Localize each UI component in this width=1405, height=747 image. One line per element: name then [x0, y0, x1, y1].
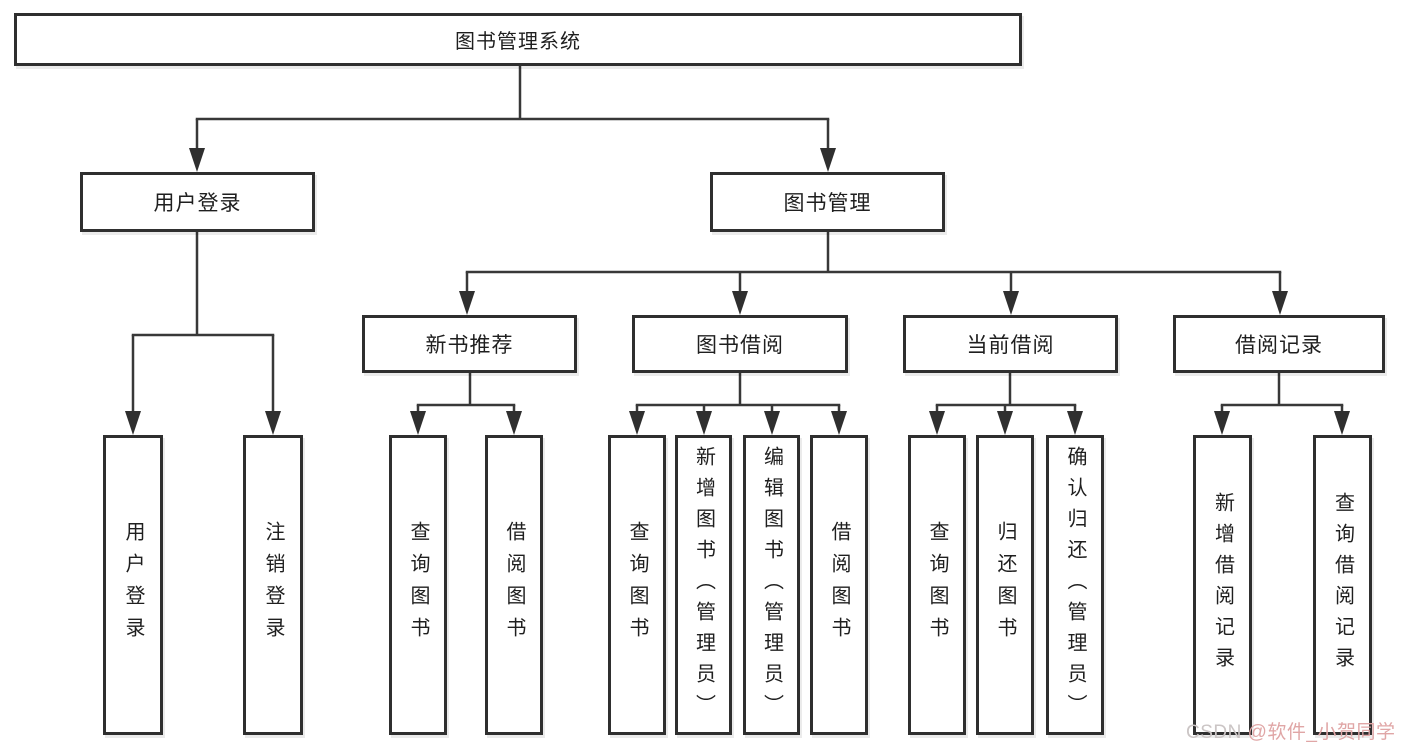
leaf-logout: 注销登录: [243, 435, 303, 735]
leaf-label: 编辑图书（管理员）: [760, 445, 783, 725]
leaf-query-books-3: 查询图书: [908, 435, 966, 735]
connector-current-borrow-to-leaves: [929, 373, 1083, 435]
leaf-label: 查询图书: [626, 521, 648, 649]
node-user-login: 用户登录: [80, 172, 315, 232]
leaf-confirm-return-admin: 确认归还（管理员）: [1046, 435, 1104, 735]
watermark-prefix: CSDN: [1186, 722, 1248, 743]
leaf-user-login: 用户登录: [103, 435, 163, 735]
leaf-edit-books-admin: 编辑图书（管理员）: [743, 435, 800, 735]
leaf-add-books-admin: 新增图书（管理员）: [675, 435, 732, 735]
node-book-management: 图书管理: [710, 172, 945, 232]
connector-borrow-records-to-leaves: [1214, 373, 1350, 435]
node-current-borrowing: 当前借阅: [903, 315, 1118, 373]
leaf-borrow-books-2: 借阅图书: [810, 435, 868, 735]
leaf-label: 确认归还（管理员）: [1064, 445, 1086, 725]
leaf-label: 查询图书: [407, 521, 429, 649]
connector-book-mgmt-to-level3: [459, 232, 1288, 315]
node-new-book-recommend: 新书推荐: [362, 315, 577, 373]
leaf-label: 归还图书: [994, 521, 1016, 649]
csdn-watermark: CSDN @软件_小贺同学: [1186, 717, 1395, 744]
leaf-label: 查询图书: [926, 521, 948, 649]
leaf-label: 新增图书（管理员）: [692, 445, 715, 725]
connector-new-books-to-leaves: [410, 373, 522, 435]
leaf-label: 借阅图书: [828, 521, 850, 649]
node-root: 图书管理系统: [14, 13, 1022, 66]
connector-book-borrow-to-leaves: [629, 373, 847, 435]
connector-root-to-level2: [189, 66, 836, 172]
leaf-add-borrow-record: 新增借阅记录: [1193, 435, 1252, 735]
leaf-query-books-1: 查询图书: [389, 435, 447, 735]
leaf-return-books: 归还图书: [976, 435, 1034, 735]
connector-user-login-to-leaves: [125, 232, 281, 435]
leaf-label: 新增借阅记录: [1211, 492, 1234, 678]
watermark-handle: @软件_小贺同学: [1247, 722, 1396, 743]
leaf-label: 用户登录: [122, 521, 144, 649]
leaf-borrow-books-1: 借阅图书: [485, 435, 543, 735]
leaf-query-books-2: 查询图书: [608, 435, 666, 735]
leaf-label: 注销登录: [262, 521, 284, 649]
leaf-label: 借阅图书: [503, 521, 525, 649]
node-borrowing-records: 借阅记录: [1173, 315, 1385, 373]
node-book-borrowing: 图书借阅: [632, 315, 848, 373]
leaf-label: 查询借阅记录: [1331, 492, 1354, 678]
leaf-query-borrow-record: 查询借阅记录: [1313, 435, 1372, 735]
